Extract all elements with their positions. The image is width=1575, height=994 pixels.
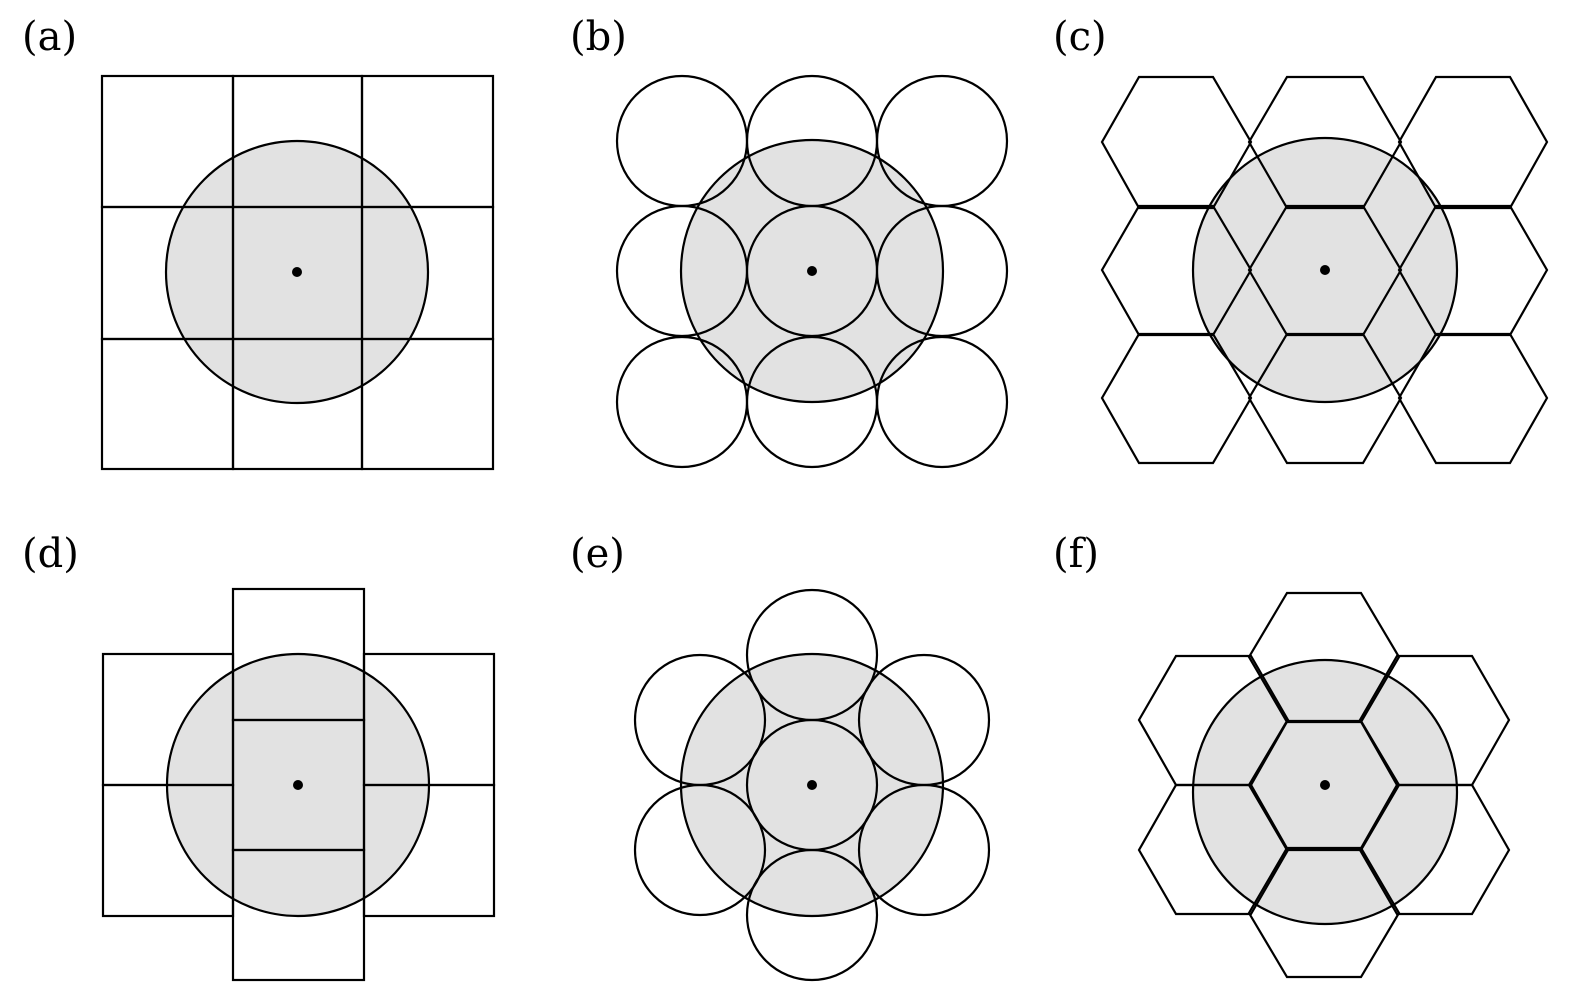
circle-flower-7 [633,588,991,982]
center-point [807,780,817,790]
panel-e-label: (e) [570,531,625,577]
panel-b: (b) [570,14,1009,469]
panel-e: (e) [570,531,991,982]
panel-a: (a) [22,14,495,471]
square-grid-3x3 [100,74,495,471]
panel-d-label: (d) [22,531,79,577]
panel-f-label: (f) [1053,531,1099,577]
panel-b-label: (b) [570,14,627,60]
panel-a-label: (a) [22,14,77,60]
panel-c-label: (c) [1053,14,1107,60]
hexagon-flower-7 [1137,591,1511,979]
square-flower-7 [101,587,496,982]
hexagon-grid-3x3 [1100,75,1549,465]
circle-grid-3x3 [615,74,1009,469]
center-point [293,780,303,790]
center-point [1320,780,1330,790]
panel-f: (f) [1053,531,1511,979]
shaded-disk [1191,658,1459,926]
center-point [292,267,302,277]
center-point [1320,265,1330,275]
center-point [807,266,817,276]
panel-d: (d) [22,531,496,982]
panel-c: (c) [1053,14,1549,465]
